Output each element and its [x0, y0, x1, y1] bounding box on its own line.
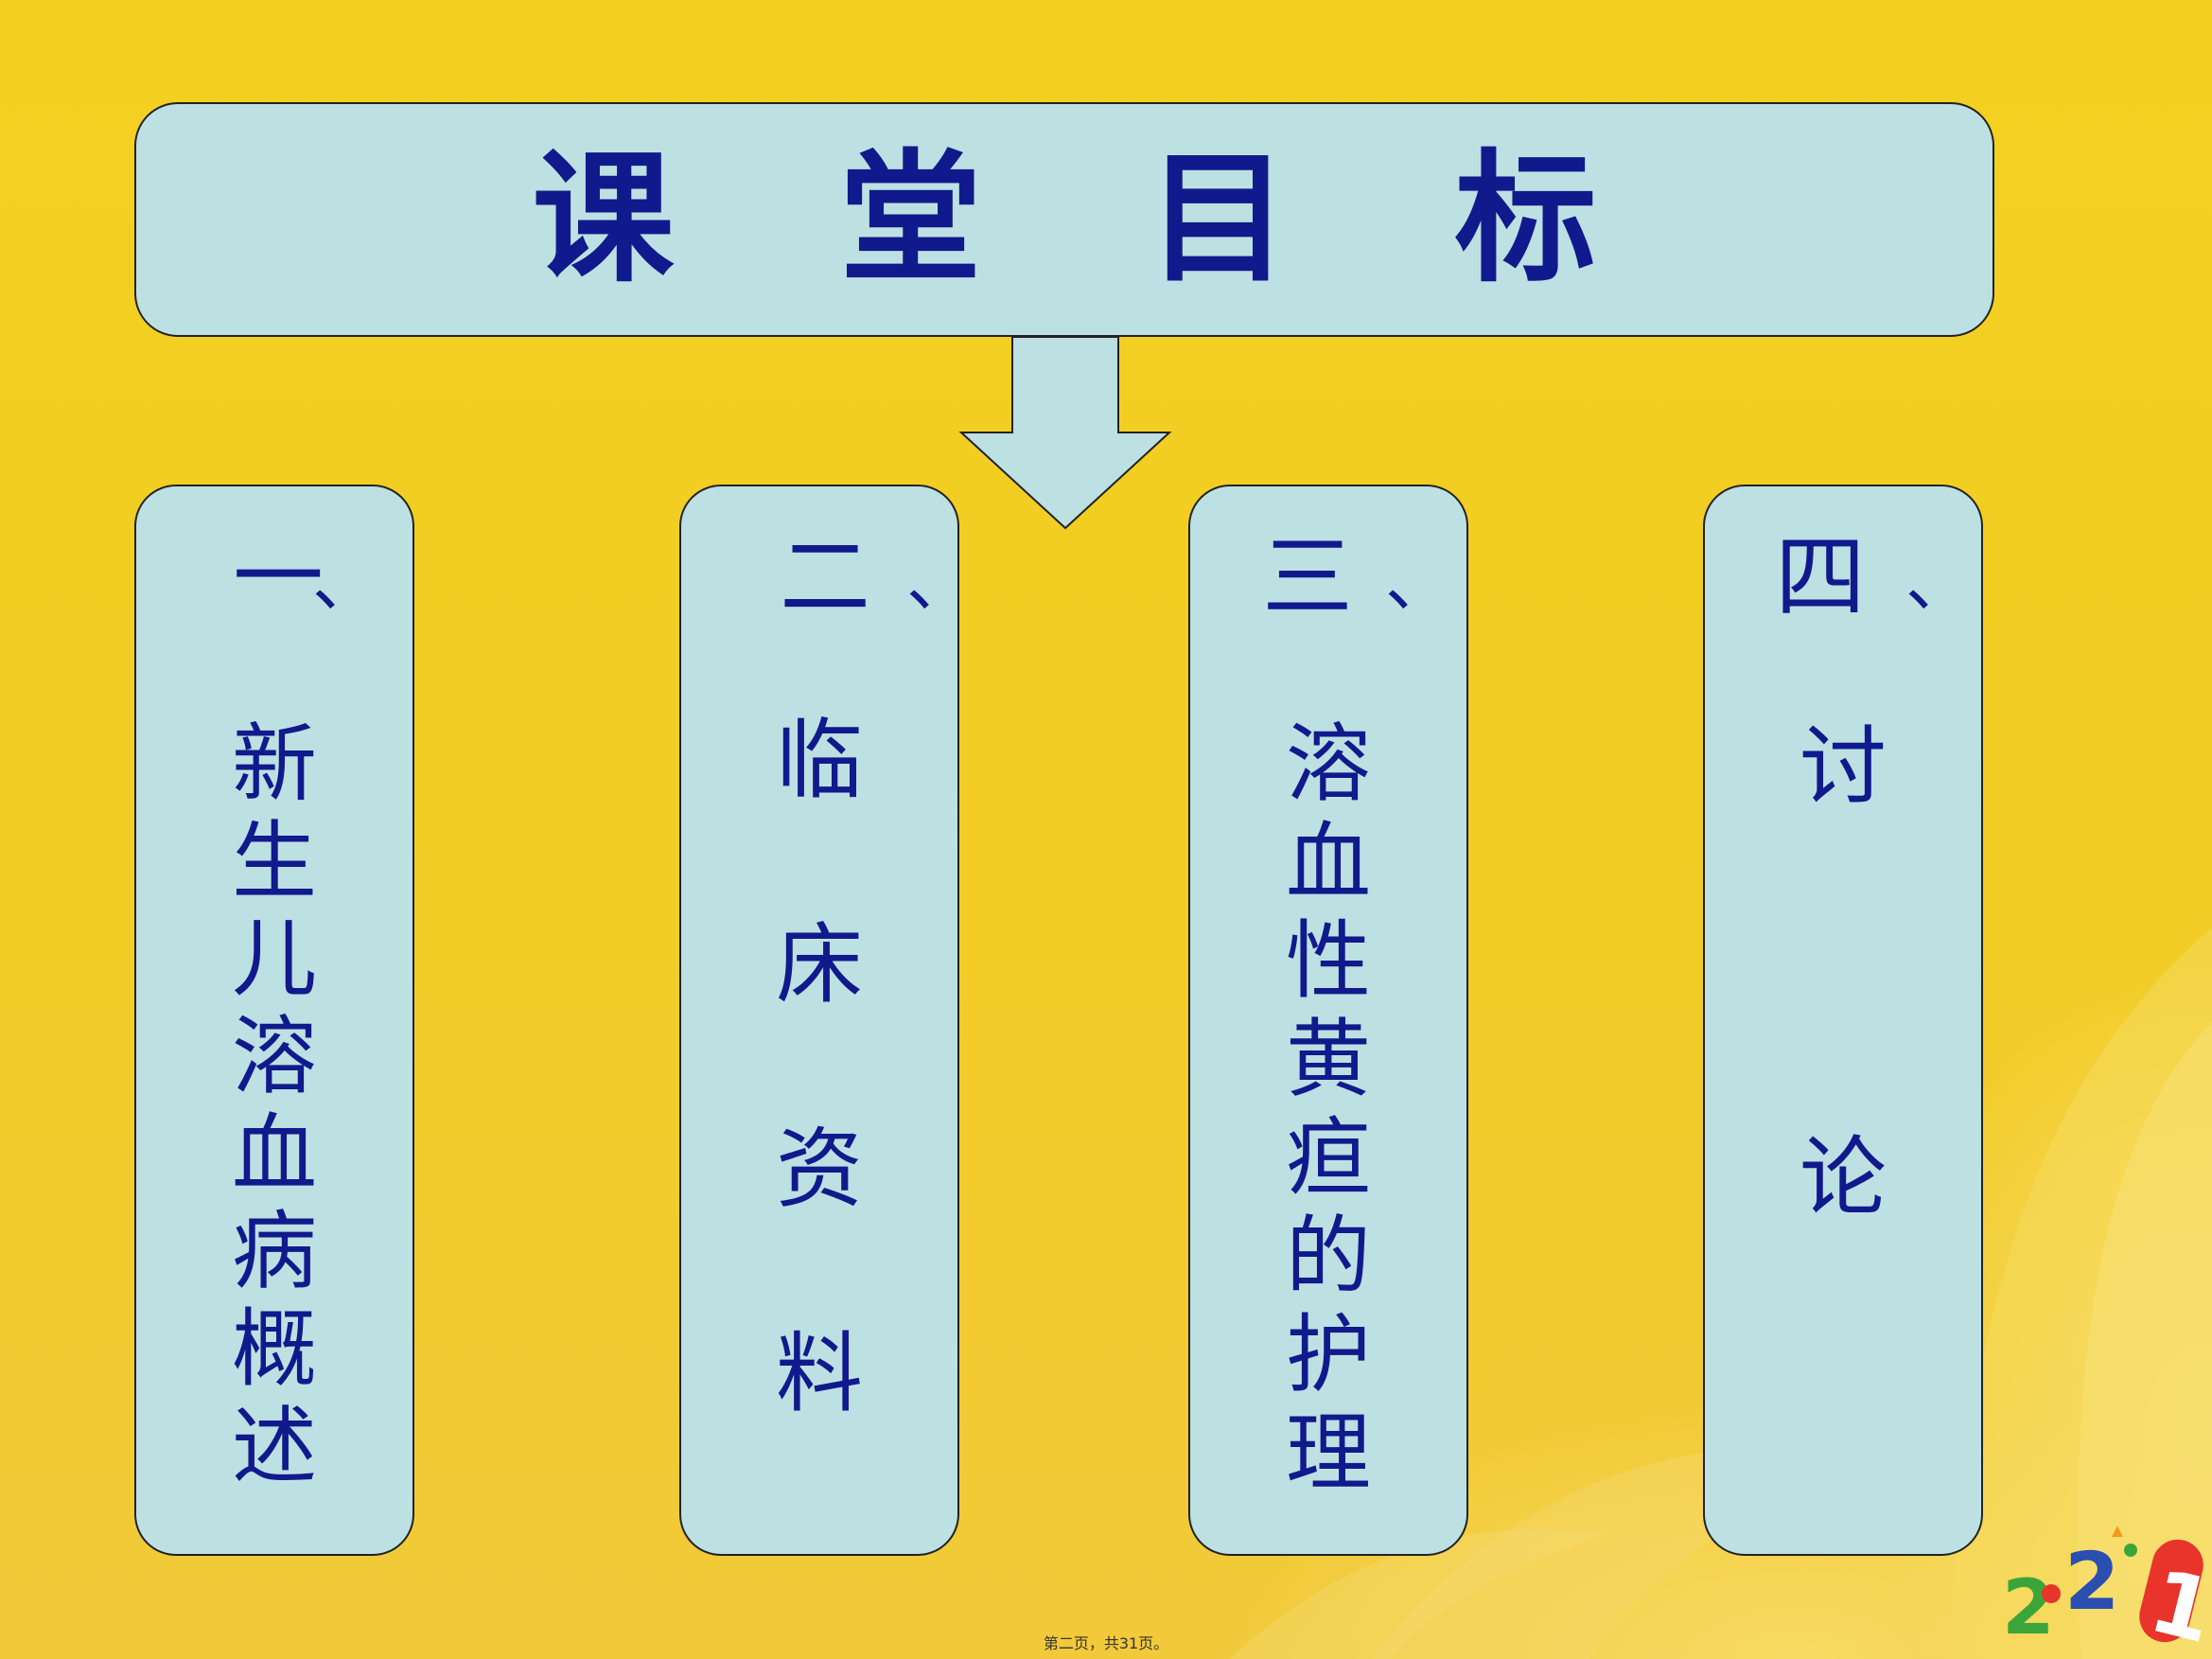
page-footer: 第二页，共31页。 [1043, 1634, 1169, 1652]
objective-char: 溶 [1286, 715, 1371, 814]
objective-3-text: 溶 血 性 黄 疸 的 护 理 [1190, 715, 1466, 1503]
objective-char: 血 [1286, 813, 1371, 912]
objective-1-text: 新 生 儿 溶 血 病 概 述 [136, 715, 413, 1495]
title-box: 课堂目标 [134, 102, 1994, 337]
objective-char: 生 [232, 812, 317, 911]
objective-char: 讨 [1799, 716, 1887, 818]
objective-char: 黄 [1286, 1010, 1371, 1109]
objective-char: 理 [1286, 1403, 1371, 1503]
objective-char: 性 [1286, 911, 1371, 1011]
objective-3-box: 三 、 溶 血 性 黄 疸 的 护 理 [1188, 485, 1468, 1556]
objective-char: 概 [232, 1299, 317, 1399]
objective-char: 临 [775, 710, 863, 811]
objective-char: 论 [1799, 1127, 1887, 1228]
objective-char: 料 [775, 1323, 863, 1424]
objective-char: 新 [232, 715, 317, 814]
objective-4-text: 讨 论 [1705, 562, 1981, 1384]
objective-4-box: 四 、 讨 论 [1703, 485, 1983, 1556]
objective-char: 溶 [232, 1007, 317, 1106]
year-logo-icon: 2 2 1 [2002, 1526, 2204, 1654]
objective-char: 护 [1286, 1305, 1371, 1404]
objective-char: 床 [775, 914, 863, 1015]
svg-text:2: 2 [2002, 1563, 2055, 1651]
objective-char: 述 [232, 1397, 317, 1496]
svg-text:2: 2 [2064, 1535, 2119, 1628]
down-arrow-icon [958, 337, 1172, 530]
objective-char: 疸 [1286, 1108, 1371, 1208]
objective-char: 资 [775, 1119, 863, 1220]
objective-char: 儿 [232, 909, 317, 1009]
objective-char: 的 [1286, 1207, 1371, 1306]
objective-1-box: 一 、 新 生 儿 溶 血 病 概 述 [134, 485, 414, 1556]
objective-2-box: 二 、 临 床 资 料 [679, 485, 973, 1556]
objective-char: 血 [232, 1104, 317, 1204]
objective-2-text: 临 床 资 料 [681, 659, 957, 1476]
slide-title: 课堂目标 [532, 137, 1763, 302]
objective-char: 病 [232, 1202, 317, 1301]
